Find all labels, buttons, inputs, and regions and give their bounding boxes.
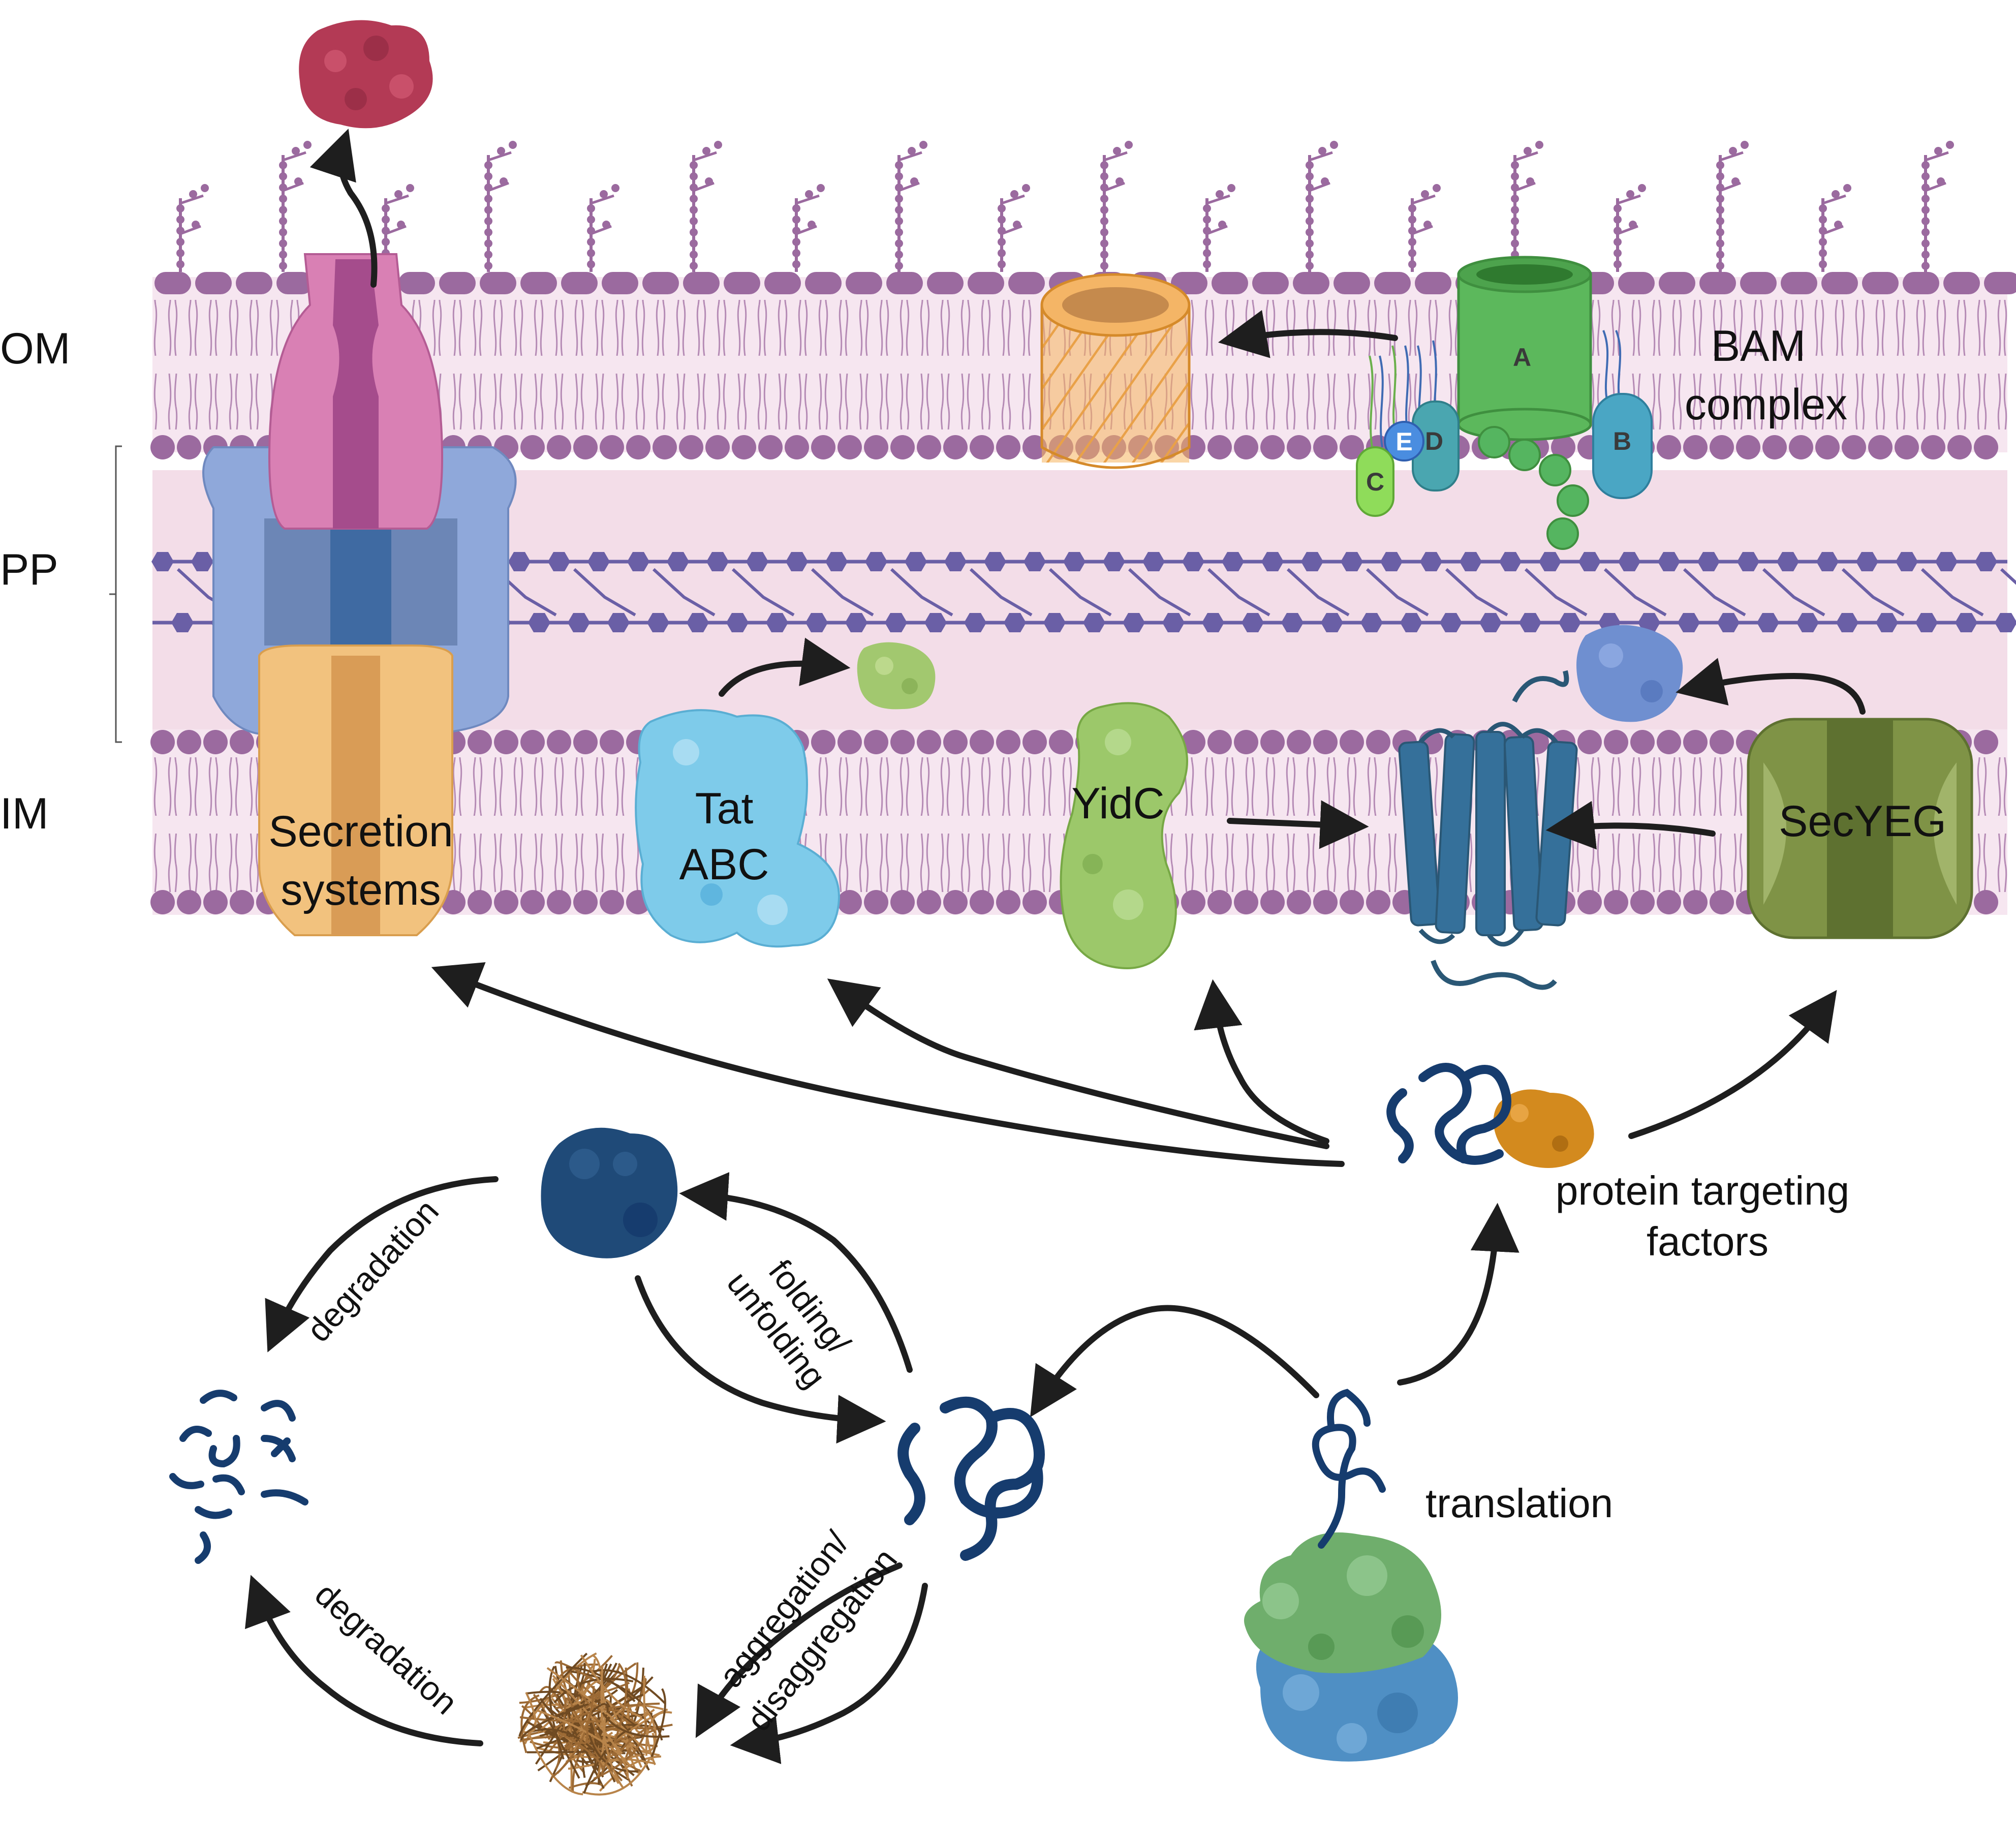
bam-subunit-a: A [1513,343,1531,372]
im-label: IM [0,789,49,838]
aggregation-arrow [695,1562,903,1738]
degradation-label-bottom: degradation [308,1575,465,1722]
degraded-peptides [169,1390,308,1564]
tat-label-1: Tat [695,784,754,833]
tat-complex: Tat ABC [635,709,840,948]
yidc-label: YidC [1071,779,1164,828]
lps-chains [176,141,1954,272]
periplasm-bracket [109,445,122,743]
target-to-secretion-arrow [431,962,1345,1167]
translation-to-folding-arrow [1030,1305,1319,1418]
translation-to-targeting-arrow [1397,1203,1519,1386]
bam-label-2: complex [1685,380,1847,429]
secretion-label-2: systems [281,866,441,914]
protein-aggregate [517,1652,673,1796]
folded-protein [541,1127,678,1258]
target-to-secyeg-arrow [1628,990,1837,1139]
protein-targeting-factors: protein targeting factors [1386,1063,1849,1264]
folding-arrow [635,1275,886,1444]
degradation-top-arrow [265,1176,499,1353]
periplasmic-protein-green [857,642,936,710]
nascent-chain [1312,1389,1386,1549]
unfolded-protein [897,1396,1045,1561]
ribosome: translation [1244,1389,1613,1762]
periplasmic-protein-blue [1576,625,1683,722]
bam-release-arrow [1218,310,1398,358]
targeting-label-2: factors [1647,1219,1769,1264]
bam-subunit-b: B [1613,427,1631,455]
bam-subunit-d: D [1425,427,1443,455]
secyeg-label: SecYEG [1779,797,1946,846]
degradation-bottom-arrow [244,1575,483,1746]
yidc-insertion-arrow [1227,800,1369,849]
translation-label: translation [1425,1481,1613,1526]
pp-label: PP [0,545,58,594]
bam-complex: A B D E C BAM complex [1356,256,1847,550]
om-label: OM [0,324,71,373]
tat-export-arrow [719,637,851,697]
secyeg-export-arrow [1676,658,1866,715]
secyeg-insertion-arrow [1545,801,1716,850]
target-to-tat-arrow [827,978,1329,1149]
tat-label-2: ABC [679,840,769,889]
bam-subunit-e: E [1395,427,1412,456]
unfolding-arrow [679,1172,913,1373]
secretion-system: Secretion systems [202,20,517,936]
secyeg: SecYEG [1747,718,1973,939]
targeting-label-1: protein targeting [1556,1168,1849,1213]
disaggregation-arrow [730,1583,928,1764]
outer-membrane-protein-barrel [1040,273,1191,469]
bam-label-1: BAM [1711,322,1806,371]
target-to-yidc-arrow [1194,979,1329,1144]
lps-headgroup-row [154,272,2016,294]
yidc: YidC [1060,702,1188,969]
bam-subunit-c: C [1366,468,1384,496]
secretion-secreted-protein [299,20,433,129]
secretion-label-1: Secretion [268,807,453,856]
